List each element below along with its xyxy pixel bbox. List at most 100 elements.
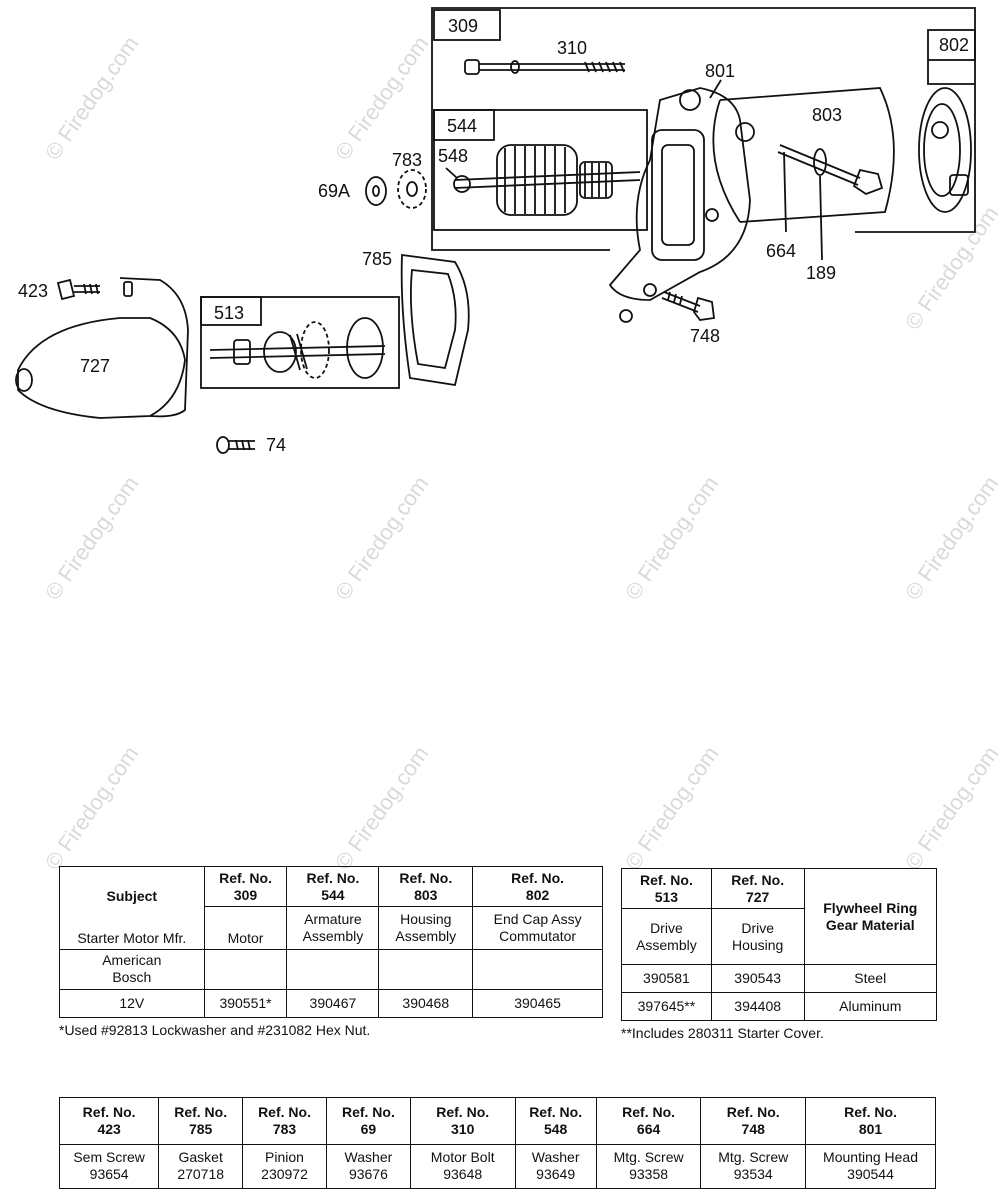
watermark: © Firedog.com: [40, 741, 144, 875]
drive-513-box: [200, 296, 400, 389]
part-label-785: 785: [362, 249, 392, 269]
kit-802-box: [927, 29, 976, 61]
cell: 12V: [59, 988, 205, 1019]
mounting-head-801: [608, 87, 755, 301]
cell: Washer 93649: [514, 1143, 597, 1189]
cell: Starter Motor Mfr.: [59, 906, 205, 950]
header-785: Ref. No. 785: [158, 1097, 244, 1145]
part-label-748: 748: [690, 326, 720, 346]
cell: American Bosch: [59, 948, 205, 990]
header-664: Ref. No. 664: [595, 1097, 702, 1145]
sem-screw-423: [56, 278, 100, 301]
part-label-423: 423: [18, 281, 48, 301]
cell: Mounting Head 390544: [805, 1143, 936, 1189]
cell: Drive Assembly: [621, 908, 712, 965]
header-310: Ref. No. 310: [409, 1097, 516, 1145]
cell: [378, 948, 474, 990]
cell: [286, 948, 380, 990]
watermark: © Firedog.com: [40, 471, 144, 605]
header-801: Ref. No. 801: [805, 1097, 936, 1145]
header-69: Ref. No. 69: [325, 1097, 411, 1145]
mounting-screw-664: [777, 144, 884, 196]
part-label-727: 727: [80, 356, 110, 376]
header-727: Ref. No. 727: [710, 868, 805, 909]
cell: Armature Assembly: [286, 906, 380, 950]
part-label-801: 801: [705, 61, 735, 81]
watermark: © Firedog.com: [330, 471, 434, 605]
part-label-309: 309: [448, 16, 478, 36]
armature-544-box: [433, 109, 648, 231]
armature-544-label-box: [433, 109, 495, 141]
exploded-parts-diagram: 309 310 801 802 803 544 548 783 69A 664 …: [15, 7, 976, 455]
part-label-548: 548: [438, 146, 468, 166]
table2-footnote: **Includes 280311 Starter Cover.: [621, 1025, 824, 1041]
cell: End Cap Assy Commutator: [472, 906, 603, 950]
cell: Drive Housing: [710, 908, 805, 965]
part-label-310: 310: [557, 38, 587, 58]
cell: 394408: [710, 992, 805, 1021]
cell: Washer 93676: [325, 1143, 411, 1189]
kit-309-box: [431, 7, 976, 251]
cell: 390581: [621, 964, 712, 993]
header-748: Ref. No. 748: [700, 1097, 807, 1145]
cell: Pinion 230972: [242, 1143, 327, 1189]
mtg-screw-748: [661, 291, 716, 321]
kit-309-label-box: [433, 9, 501, 41]
cell: Mtg. Screw 93358: [595, 1143, 702, 1189]
header-309: Ref. No. 309: [203, 865, 288, 908]
cell: Motor: [203, 906, 288, 950]
pinion-783: [397, 169, 427, 209]
cell: 397645**: [621, 992, 712, 1021]
header-802: Ref. No. 802: [472, 865, 603, 908]
cell: Mtg. Screw 93534: [700, 1143, 807, 1189]
watermark: © Firedog.com: [330, 741, 434, 875]
cell: [203, 948, 288, 990]
cell: Gasket 270718: [158, 1143, 244, 1189]
part-label-664: 664: [766, 241, 796, 261]
drive-513-label-box: [200, 296, 262, 326]
hardware-parts-table: Ref. No. 423 Ref. No. 785 Ref. No. 783 R…: [58, 1097, 936, 1189]
header-flywheel: Flywheel Ring Gear Material: [803, 868, 938, 965]
header-783: Ref. No. 783: [242, 1097, 327, 1145]
cell: [472, 948, 603, 990]
header-513: Ref. No. 513: [621, 868, 712, 909]
drive-housing-727: [15, 277, 189, 419]
part-label-802: 802: [939, 35, 969, 55]
watermark: © Firedog.com: [620, 741, 724, 875]
header-803: Ref. No. 803: [378, 865, 474, 908]
starter-motor-table: Subject Ref. No. 309 Ref. No. 544 Ref. N…: [59, 865, 603, 1019]
watermark: © Firedog.com: [900, 741, 1004, 875]
end-cap-802: [918, 87, 972, 213]
watermark: © Firedog.com: [900, 471, 1004, 605]
washer-69a: [365, 176, 387, 206]
cell: 390465: [472, 988, 603, 1019]
washer-small: [619, 309, 633, 323]
cell: 390543: [710, 964, 805, 993]
cell: Housing Assembly: [378, 906, 474, 950]
armature-548: [453, 144, 641, 216]
part-label-189: 189: [806, 263, 836, 283]
cell: Sem Screw 93654: [58, 1143, 160, 1189]
header-548: Ref. No. 548: [514, 1097, 597, 1145]
part-label-69a: 69A: [318, 181, 350, 201]
table1-footnote: *Used #92813 Lockwasher and #231082 Hex …: [59, 1022, 371, 1038]
cell: 390551*: [203, 988, 288, 1019]
part-label-544: 544: [447, 116, 477, 136]
cell: Steel: [803, 964, 938, 993]
cell: Aluminum: [803, 992, 938, 1021]
header-544: Ref. No. 544: [286, 865, 380, 908]
cell: Motor Bolt 93648: [409, 1143, 516, 1189]
drive-assembly-513: [209, 317, 386, 379]
motor-bolt-310: [464, 59, 625, 75]
part-label-803: 803: [812, 105, 842, 125]
drive-assembly-table: Ref. No. 513 Ref. No. 727 Flywheel Ring …: [621, 868, 938, 1021]
cell: 390467: [286, 988, 380, 1019]
motor-housing-803: [712, 87, 895, 223]
header-subject: Subject: [59, 865, 205, 907]
header-423: Ref. No. 423: [58, 1097, 160, 1145]
part-label-783: 783: [392, 150, 422, 170]
cell: 390468: [378, 988, 474, 1019]
part-label-74: 74: [266, 435, 286, 455]
gasket-785: [400, 253, 470, 387]
part-label-513: 513: [214, 303, 244, 323]
